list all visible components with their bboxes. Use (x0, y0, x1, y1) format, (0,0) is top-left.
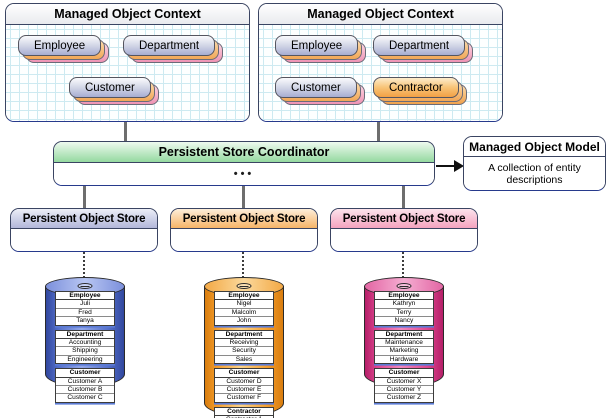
dotted-connector-store1-db1 (83, 252, 85, 278)
entity-pill-department: Department (373, 35, 474, 63)
db-table-row: Marketing (375, 347, 433, 356)
db-table-row: Nancy (394, 317, 414, 325)
db-table-row: Kathryn (375, 300, 433, 309)
db-table-row: Customer X (375, 378, 433, 387)
db-table-row: Customer D (215, 378, 273, 387)
entity-pill-customer: Customer (275, 77, 365, 105)
connector-coordinator-store1 (83, 186, 86, 208)
entity-pill-department: Department (123, 35, 224, 63)
entity-pill-employee: Employee (275, 35, 367, 63)
connector-coordinator-store3 (402, 186, 405, 208)
db-table-row: Tanya (76, 317, 94, 325)
store-title: Persistent Object Store (331, 209, 477, 229)
db-table-row: Fred (56, 309, 114, 318)
persistent-store-coordinator-box: Persistent Store Coordinator ••• (53, 141, 435, 186)
arrow-head-icon (454, 160, 464, 172)
context-title: Managed Object Context (259, 4, 502, 25)
db-table-row: Malcolm (215, 309, 273, 318)
db-table-row: Customer F (226, 394, 262, 402)
db-table-row: Customer Y (375, 386, 433, 395)
db-table-row: Engineering (67, 355, 103, 363)
entity-pill-employee: Employee (18, 35, 110, 63)
db-table-name: Employee (375, 292, 433, 301)
db-table-name: Customer (56, 369, 114, 378)
context-title: Managed Object Context (6, 4, 249, 25)
persistent-object-store-box-1: Persistent Object Store (10, 208, 158, 252)
entity-pill-contractor: Contractor (373, 77, 467, 105)
db-table-name: Department (375, 331, 433, 340)
cylinder-port-icon (236, 283, 252, 289)
model-title: Managed Object Model (464, 137, 605, 157)
db-table-row: Shipping (56, 347, 114, 356)
entity-pill-label: Contractor (373, 77, 459, 98)
arrow-line-to-model (436, 165, 455, 168)
cylinder-port-icon (77, 283, 93, 289)
db-table-row: Security (215, 347, 273, 356)
db-table-row: Juli (56, 300, 114, 309)
db-table-name: Department (56, 331, 114, 340)
db-table-name: Customer (375, 369, 433, 378)
db-table-row: Sales (235, 355, 253, 363)
db-table-name: Customer (215, 369, 273, 378)
model-description: A collection of entity descriptions (464, 157, 605, 190)
db-table-row: Customer C (67, 394, 103, 402)
db-table-name: Contractor (215, 408, 273, 417)
managed-object-model-box: Managed Object Model A collection of ent… (463, 136, 606, 191)
store-title: Persistent Object Store (11, 209, 157, 229)
entity-pill-label: Department (373, 35, 466, 56)
cylinder-port-icon (396, 283, 412, 289)
db-table-row: Customer Z (386, 394, 422, 402)
connector-coordinator-store2 (242, 186, 245, 208)
db-table-name: Department (215, 331, 273, 340)
db-table-row: Customer A (56, 378, 114, 387)
db-table-row: Accounting (56, 339, 114, 348)
entity-pill-label: Customer (69, 77, 151, 98)
db-table-row: Maintenance (375, 339, 433, 348)
store-title: Persistent Object Store (171, 209, 317, 229)
entity-pill-customer: Customer (69, 77, 159, 105)
db-table-name: Employee (56, 292, 114, 301)
coordinator-title: Persistent Store Coordinator (54, 142, 434, 163)
db-table-row: Contractor 1 (215, 416, 273, 418)
managed-object-context-box-1: Managed Object Context Employee Departmen… (5, 3, 250, 122)
db-table-row: Hardware (389, 355, 419, 363)
entity-pill-label: Employee (275, 35, 359, 56)
entity-pill-label: Customer (275, 77, 357, 98)
entity-pill-label: Department (123, 35, 216, 56)
db-table-row: Customer E (215, 386, 273, 395)
connector-context2-coordinator (377, 122, 380, 142)
dotted-connector-store2-db2 (242, 252, 244, 278)
db-table-row: Receiving (215, 339, 273, 348)
db-table-row: John (236, 317, 252, 325)
managed-object-context-box-2: Managed Object Context Employee Departmen… (258, 3, 503, 122)
dotted-connector-store3-db3 (402, 252, 404, 278)
db-table-contractor: ContractorContractor 1Contractor 2Contra… (214, 406, 274, 418)
entity-pill-label: Employee (18, 35, 102, 56)
persistent-object-store-box-3: Persistent Object Store (330, 208, 478, 252)
db-table-row: Terry (375, 309, 433, 318)
connector-context1-coordinator (124, 122, 127, 142)
persistent-object-store-box-2: Persistent Object Store (170, 208, 318, 252)
db-table-name: Employee (215, 292, 273, 301)
db-table-row: Nigel (215, 300, 273, 309)
db-table-row: Customer B (56, 386, 114, 395)
coordinator-ellipsis: ••• (54, 163, 434, 185)
